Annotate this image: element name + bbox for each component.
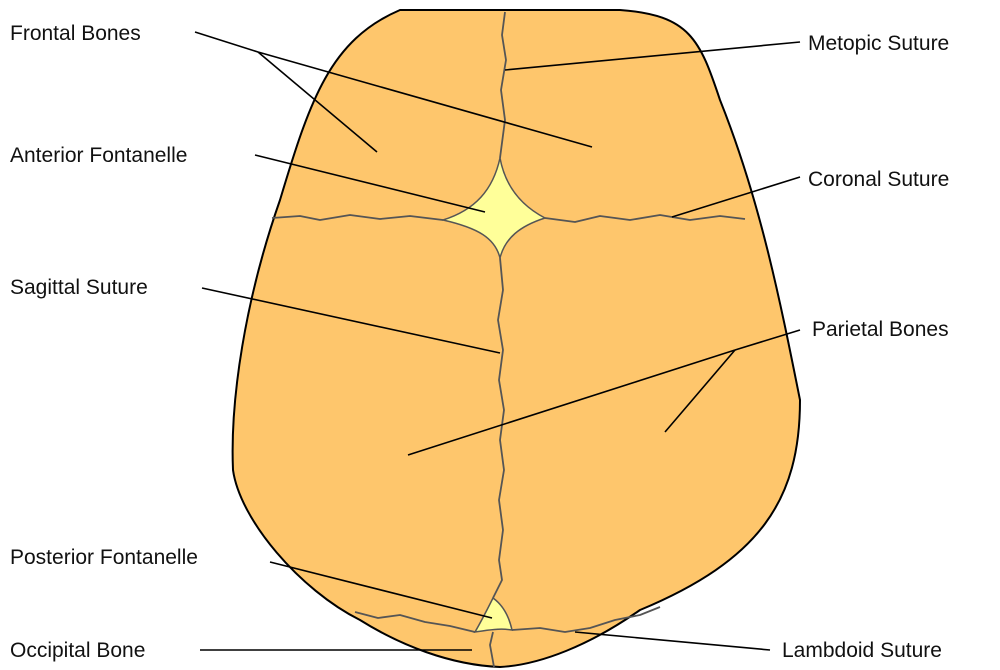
label-parietal-bones: Parietal Bones bbox=[812, 318, 949, 341]
label-metopic-suture: Metopic Suture bbox=[808, 32, 949, 55]
leader-frontal-bones-1 bbox=[195, 32, 258, 52]
label-anterior-fontanelle: Anterior Fontanelle bbox=[10, 144, 187, 167]
label-occipital-bone: Occipital Bone bbox=[10, 639, 145, 662]
label-posterior-fontanelle: Posterior Fontanelle bbox=[10, 546, 198, 569]
label-coronal-suture: Coronal Suture bbox=[808, 168, 949, 191]
label-frontal-bones: Frontal Bones bbox=[10, 22, 141, 45]
label-lambdoid-suture: Lambdoid Suture bbox=[782, 639, 942, 662]
label-sagittal-suture: Sagittal Suture bbox=[10, 276, 148, 299]
leader-lambdoid-suture bbox=[575, 632, 770, 650]
skull-outline bbox=[233, 10, 800, 667]
